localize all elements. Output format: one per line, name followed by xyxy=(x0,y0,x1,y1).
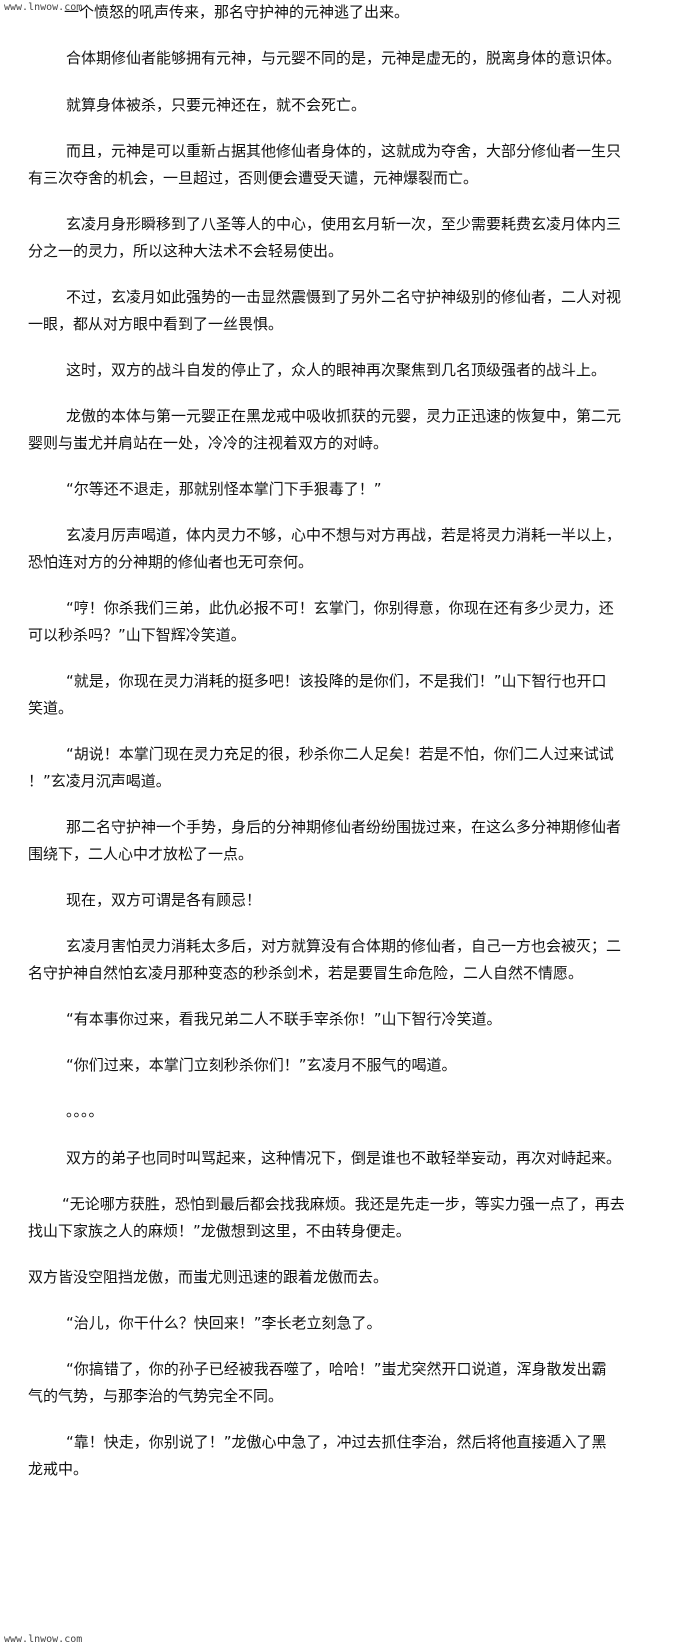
paragraph-line: 而且，元神是可以重新占据其他修仙者身体的，这就成为夺舍，大部分修仙者一生只 xyxy=(66,142,622,160)
paragraph-line: 龙傲的本体与第一元婴正在黑龙戒中吸收抓获的元婴，灵力正迅速的恢复中，第二元 xyxy=(66,407,622,425)
paragraph: 龙傲的本体与第一元婴正在黑龙戒中吸收抓获的元婴，灵力正迅速的恢复中，第二元 婴则… xyxy=(28,403,666,457)
paragraph-line: “尔等还不退走，那就别怪本掌门下手狠毒了！” xyxy=(66,480,382,498)
paragraph: 而且，元神是可以重新占据其他修仙者身体的，这就成为夺舍，大部分修仙者一生只 有三… xyxy=(28,138,666,192)
paragraph: 就算身体被杀，只要元神还在，就不会死亡。 xyxy=(66,92,666,119)
paragraph-line: “哼！你杀我们三弟，此仇必报不可！玄掌门，你别得意，你现在还有多少灵力，还 xyxy=(66,599,614,617)
paragraph-line: 现在，双方可谓是各有顾忌！ xyxy=(66,891,262,909)
paragraph: 玄凌月身形瞬移到了八圣等人的中心，使用玄月斩一次，至少需要耗费玄凌月体内三 分之… xyxy=(28,211,666,265)
paragraph: “治儿，你干什么？快回来！”李长老立刻急了。 xyxy=(66,1310,666,1337)
paragraph-line: 有三次夺舍的机会，一旦超过，否则便会遭受天谴，元神爆裂而亡。 xyxy=(28,169,479,187)
paragraph-line: 双方皆没空阻挡龙傲，而蚩尤则迅速的跟着龙傲而去。 xyxy=(28,1268,389,1286)
paragraph: 双方的弟子也同时叫骂起来，这种情况下，倒是谁也不敢轻举妄动，再次对峙起来。 xyxy=(66,1145,666,1172)
paragraph-line: 玄凌月厉声喝道，体内灵力不够，心中不想与对方再战，若是将灵力消耗一半以上， xyxy=(66,526,622,544)
watermark-bottom: www.lnwow.com xyxy=(4,1634,83,1645)
paragraph-line: “胡说！本掌门现在灵力充足的很，秒杀你二人足矣！若是不怕，你们二人过来试试 xyxy=(66,745,614,763)
paragraph: 合体期修仙者能够拥有元神，与元婴不同的是，元神是虚无的，脱离身体的意识体。 xyxy=(66,45,666,72)
paragraph-line: 就算身体被杀，只要元神还在，就不会死亡。 xyxy=(66,96,367,114)
paragraph-line: 围绕下，二人心中才放松了一点。 xyxy=(28,845,254,863)
paragraph: “你搞错了，你的孙子已经被我吞噬了，哈哈！”蚩尤突然开口说道，浑身散发出霸 气的… xyxy=(28,1356,666,1410)
paragraph-line: 婴则与蚩尤并肩站在一处，冷冷的注视着双方的对峙。 xyxy=(28,434,389,452)
paragraph-line: 龙戒中。 xyxy=(28,1460,89,1478)
paragraph-line: “你们过来，本掌门立刻秒杀你们！”玄凌月不服气的喝道。 xyxy=(66,1056,457,1074)
paragraph: 不过，玄凌月如此强势的一击显然震慑到了另外二名守护神级别的修仙者，二人对视 一眼… xyxy=(28,284,666,338)
paragraph-line: 玄凌月身形瞬移到了八圣等人的中心，使用玄月斩一次，至少需要耗费玄凌月体内三 xyxy=(66,215,622,233)
paragraph-line: 找山下家族之人的麻烦！”龙傲想到这里，不由转身便走。 xyxy=(28,1222,411,1240)
paragraph-line: 气的气势，与那李治的气势完全不同。 xyxy=(28,1387,284,1405)
paragraph-line: 恐怕连对方的分神期的修仙者也无可奈何。 xyxy=(28,553,314,571)
paragraph: 玄凌月厉声喝道，体内灵力不够，心中不想与对方再战，若是将灵力消耗一半以上， 恐怕… xyxy=(28,522,666,576)
paragraph: “胡说！本掌门现在灵力充足的很，秒杀你二人足矣！若是不怕，你们二人过来试试 ！”… xyxy=(28,741,666,795)
paragraph-line: 分之一的灵力，所以这种大法术不会轻易使出。 xyxy=(28,242,344,260)
paragraph-line: “就是，你现在灵力消耗的挺多吧！该投降的是你们，不是我们！”山下智行也开口 xyxy=(66,672,607,690)
paragraph: “哼！你杀我们三弟，此仇必报不可！玄掌门，你别得意，你现在还有多少灵力，还 可以… xyxy=(28,595,666,649)
paragraph-line: “靠！快走，你别说了！”龙傲心中急了，冲过去抓住李治，然后将他直接遁入了黑 xyxy=(66,1433,607,1451)
paragraph-line: “无论哪方获胜，恐怕到最后都会找我麻烦。我还是先走一步，等实力强一点了，再去 xyxy=(62,1195,625,1213)
paragraph-line: 那二名守护神一个手势，身后的分神期修仙者纷纷围拢过来，在这么多分神期修仙者 xyxy=(66,818,622,836)
paragraph: 现在，双方可谓是各有顾忌！ xyxy=(66,887,666,914)
paragraph: 一个愤怒的吼声传来，那名守护神的元神逃了出来。 xyxy=(64,0,664,26)
paragraph: 那二名守护神一个手势，身后的分神期修仙者纷纷围拢过来，在这么多分神期修仙者 围绕… xyxy=(28,814,666,868)
paragraph: 双方皆没空阻挡龙傲，而蚩尤则迅速的跟着龙傲而去。 xyxy=(28,1264,628,1291)
paragraph-line: 一个愤怒的吼声传来，那名守护神的元神逃了出来。 xyxy=(64,3,410,21)
paragraph-line: 不过，玄凌月如此强势的一击显然震慑到了另外二名守护神级别的修仙者，二人对视 xyxy=(66,288,622,306)
paragraph: 玄凌月害怕灵力消耗太多后，对方就算没有合体期的修仙者，自己一方也会被灭；二 名守… xyxy=(28,933,666,987)
paragraph-line: “治儿，你干什么？快回来！”李长老立刻急了。 xyxy=(66,1314,382,1332)
paragraph: “有本事你过来，看我兄弟二人不联手宰杀你！”山下智行冷笑道。 xyxy=(66,1006,666,1033)
paragraph: “你们过来，本掌门立刻秒杀你们！”玄凌月不服气的喝道。 xyxy=(66,1052,666,1079)
paragraph-line: 双方的弟子也同时叫骂起来，这种情况下，倒是谁也不敢轻举妄动，再次对峙起来。 xyxy=(66,1149,622,1167)
paragraph: 这时，双方的战斗自发的停止了，众人的眼神再次聚焦到几名顶级强者的战斗上。 xyxy=(66,357,666,384)
paragraph: “靠！快走，你别说了！”龙傲心中急了，冲过去抓住李治，然后将他直接遁入了黑 龙戒… xyxy=(28,1429,666,1483)
paragraph-line: 这时，双方的战斗自发的停止了，众人的眼神再次聚焦到几名顶级强者的战斗上。 xyxy=(66,361,607,379)
paragraph-line: 名守护神自然怕玄凌月那种变态的秒杀剑术，若是要冒生命危险，二人自然不情愿。 xyxy=(28,964,584,982)
watermark-top: www.lnwow.com xyxy=(4,2,83,13)
paragraph: “无论哪方获胜，恐怕到最后都会找我麻烦。我还是先走一步，等实力强一点了，再去 找… xyxy=(28,1191,662,1245)
paragraph-line: 可以秒杀吗？”山下智辉冷笑道。 xyxy=(28,626,246,644)
paragraph-line: “有本事你过来，看我兄弟二人不联手宰杀你！”山下智行冷笑道。 xyxy=(66,1010,502,1028)
paragraph: 。。。。 xyxy=(66,1098,666,1125)
paragraph-line: 玄凌月害怕灵力消耗太多后，对方就算没有合体期的修仙者，自己一方也会被灭；二 xyxy=(66,937,622,955)
paragraph: “尔等还不退走，那就别怪本掌门下手狠毒了！” xyxy=(66,476,666,503)
paragraph-line: 合体期修仙者能够拥有元神，与元婴不同的是，元神是虚无的，脱离身体的意识体。 xyxy=(66,49,622,67)
paragraph-line: 笑道。 xyxy=(28,699,74,717)
paragraph: “就是，你现在灵力消耗的挺多吧！该投降的是你们，不是我们！”山下智行也开口 笑道… xyxy=(28,668,666,722)
paragraph-line: 。。。。 xyxy=(66,1102,104,1120)
paragraph-line: ！”玄凌月沉声喝道。 xyxy=(28,772,171,790)
paragraph-line: 一眼，都从对方眼中看到了一丝畏惧。 xyxy=(28,315,284,333)
paragraph-line: “你搞错了，你的孙子已经被我吞噬了，哈哈！”蚩尤突然开口说道，浑身散发出霸 xyxy=(66,1360,607,1378)
